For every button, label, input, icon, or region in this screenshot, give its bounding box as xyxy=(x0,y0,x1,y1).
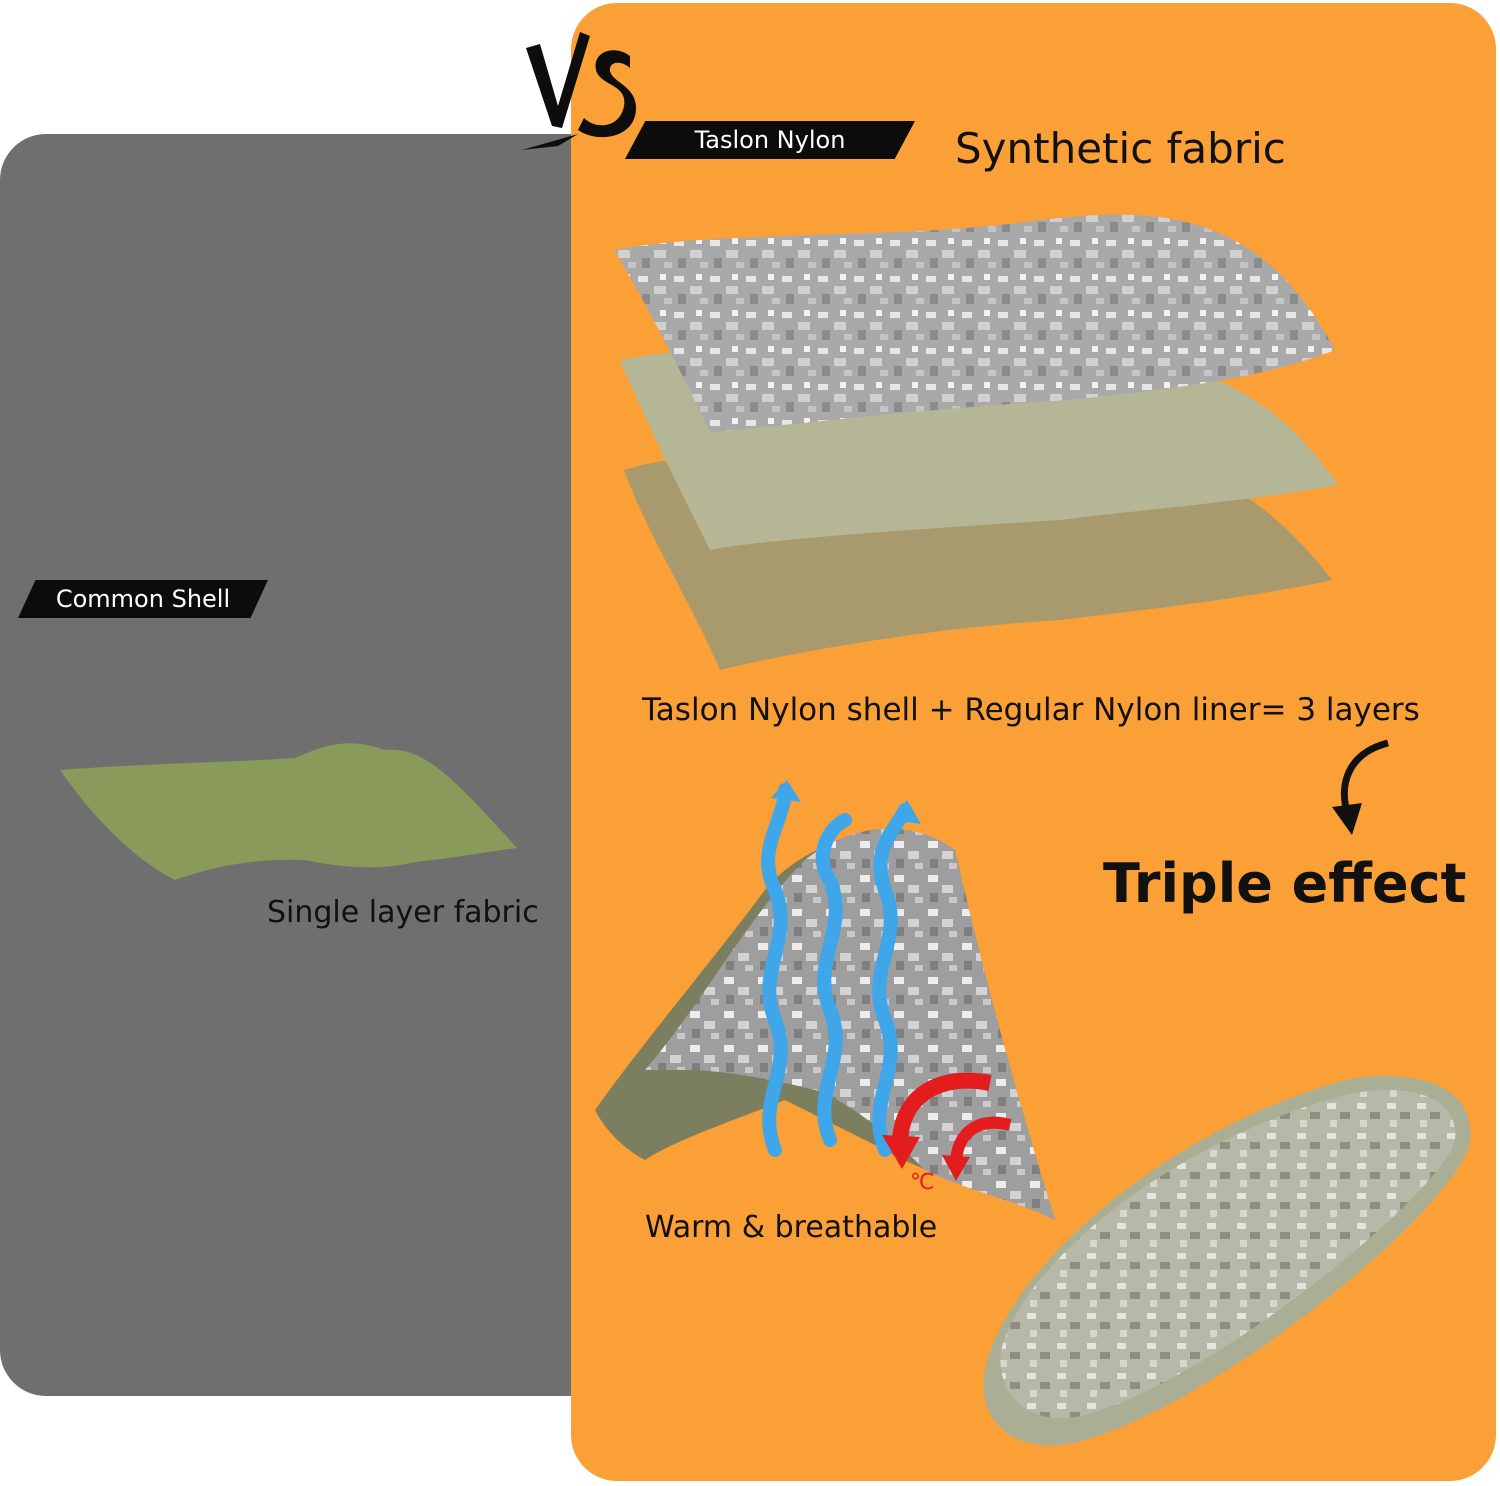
airflow-wave-icon xyxy=(761,780,921,1157)
taslon-nylon-tag: Taslon Nylon xyxy=(625,121,915,159)
sleeping-bag-illustration xyxy=(983,1076,1471,1446)
triple-effect-title: Triple effect xyxy=(1103,852,1467,915)
breathable-fabric-illustration xyxy=(595,828,1055,1220)
common-shell-tag: Common Shell xyxy=(18,580,268,618)
layers-caption: Taslon Nylon shell + Regular Nylon liner… xyxy=(642,692,1420,728)
synthetic-fabric-heading: Synthetic fabric xyxy=(955,124,1286,173)
three-layer-fabric-illustration xyxy=(614,214,1338,670)
warm-breathable-caption: Warm & breathable xyxy=(645,1210,938,1245)
vs-brush-icon xyxy=(522,32,636,150)
single-layer-caption: Single layer fabric xyxy=(267,895,539,930)
single-layer-fabric-illustration xyxy=(60,743,517,880)
curved-arrow-down-icon xyxy=(1332,739,1389,835)
temperature-symbol: ℃ xyxy=(910,1170,935,1195)
heat-arrows-icon xyxy=(882,1072,1012,1181)
